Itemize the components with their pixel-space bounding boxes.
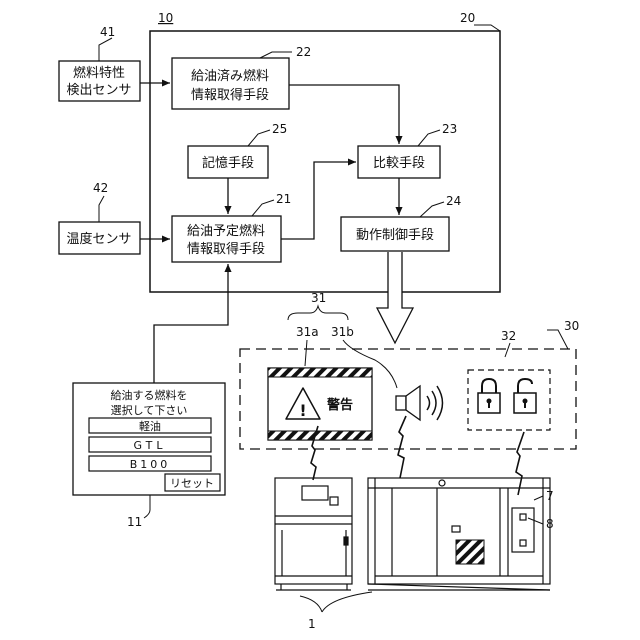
temperature-sensor: 温度センサ 42 xyxy=(59,181,140,254)
ref-8: 8 xyxy=(546,517,554,531)
option-diesel-button[interactable]: 軽油 xyxy=(89,418,211,433)
ref-20: 20 xyxy=(460,11,475,25)
generator-left xyxy=(275,426,352,590)
option-b100-button[interactable]: B100 xyxy=(89,456,211,471)
temp-sensor-label: 温度センサ xyxy=(66,231,131,247)
fuel-selector-panel: 給油する燃料を 選択して下さい 軽油 GTL B100 リセット 11 xyxy=(73,383,225,529)
lock-group: 32 xyxy=(468,329,550,430)
ref-41: 41 xyxy=(100,25,115,39)
ref-24: 24 xyxy=(446,194,461,208)
ref-31: 31 xyxy=(311,291,326,305)
motion-label: 動作制御手段 xyxy=(356,228,434,243)
fuel-property-sensor: 燃料特性 検出センサ 41 xyxy=(59,25,140,101)
lock-open-icon xyxy=(514,379,536,413)
ref-7: 7 xyxy=(546,489,554,503)
planned-line1: 給油予定燃料 xyxy=(187,223,265,239)
ref-25: 25 xyxy=(272,122,287,136)
planned-fuel-info-block: 給油予定燃料 情報取得手段 21 xyxy=(172,192,291,262)
warning-triangle-symbol: ! xyxy=(299,401,306,420)
reset-button[interactable]: リセット xyxy=(165,474,220,491)
ref-30: 30 xyxy=(564,319,579,333)
ref-22: 22 xyxy=(296,45,311,59)
compare-label: 比較手段 xyxy=(373,156,425,171)
lock-closed-icon xyxy=(478,379,500,413)
refueled-fuel-info-block: 給油済み燃料 情報取得手段 22 xyxy=(172,45,311,109)
ref-1: 1 xyxy=(308,617,316,631)
warning-text: 警告 xyxy=(327,397,353,413)
generators-ref: 1 xyxy=(300,592,372,631)
option-diesel-label: 軽油 xyxy=(139,419,161,433)
ref-42: 42 xyxy=(93,181,108,195)
ref-31a: 31a xyxy=(296,325,319,339)
option-gtl-label: GTL xyxy=(134,439,167,452)
refueled-line1: 給油済み燃料 xyxy=(191,68,269,84)
ref-32: 32 xyxy=(501,329,516,343)
ref-31b: 31b xyxy=(331,325,354,339)
speaker-icon xyxy=(396,386,443,420)
fuel-sensor-line1: 燃料特性 xyxy=(73,65,125,81)
warning-display: ! 警告 xyxy=(268,368,372,440)
storage-block: 記憶手段 25 xyxy=(188,122,287,178)
reset-label: リセット xyxy=(170,477,214,490)
planned-line2: 情報取得手段 xyxy=(187,241,265,257)
ref-11: 11 xyxy=(127,515,142,529)
comparison-block: 比較手段 23 xyxy=(358,122,457,178)
ref-21: 21 xyxy=(276,192,291,206)
ref-23: 23 xyxy=(442,122,457,136)
ref-10: 10 xyxy=(158,11,173,25)
output-big-arrow xyxy=(377,252,413,343)
option-b100-label: B100 xyxy=(130,458,171,471)
generator-right xyxy=(368,416,550,590)
fuel-sensor-line2: 検出センサ xyxy=(66,83,131,98)
storage-label: 記憶手段 xyxy=(202,155,254,171)
option-gtl-button[interactable]: GTL xyxy=(89,437,211,452)
selector-prompt-line2: 選択して下さい xyxy=(111,403,188,417)
selector-prompt-line1: 給油する燃料を xyxy=(111,388,188,402)
refueled-line2: 情報取得手段 xyxy=(191,87,269,103)
motion-control-block: 動作制御手段 24 xyxy=(341,194,461,251)
